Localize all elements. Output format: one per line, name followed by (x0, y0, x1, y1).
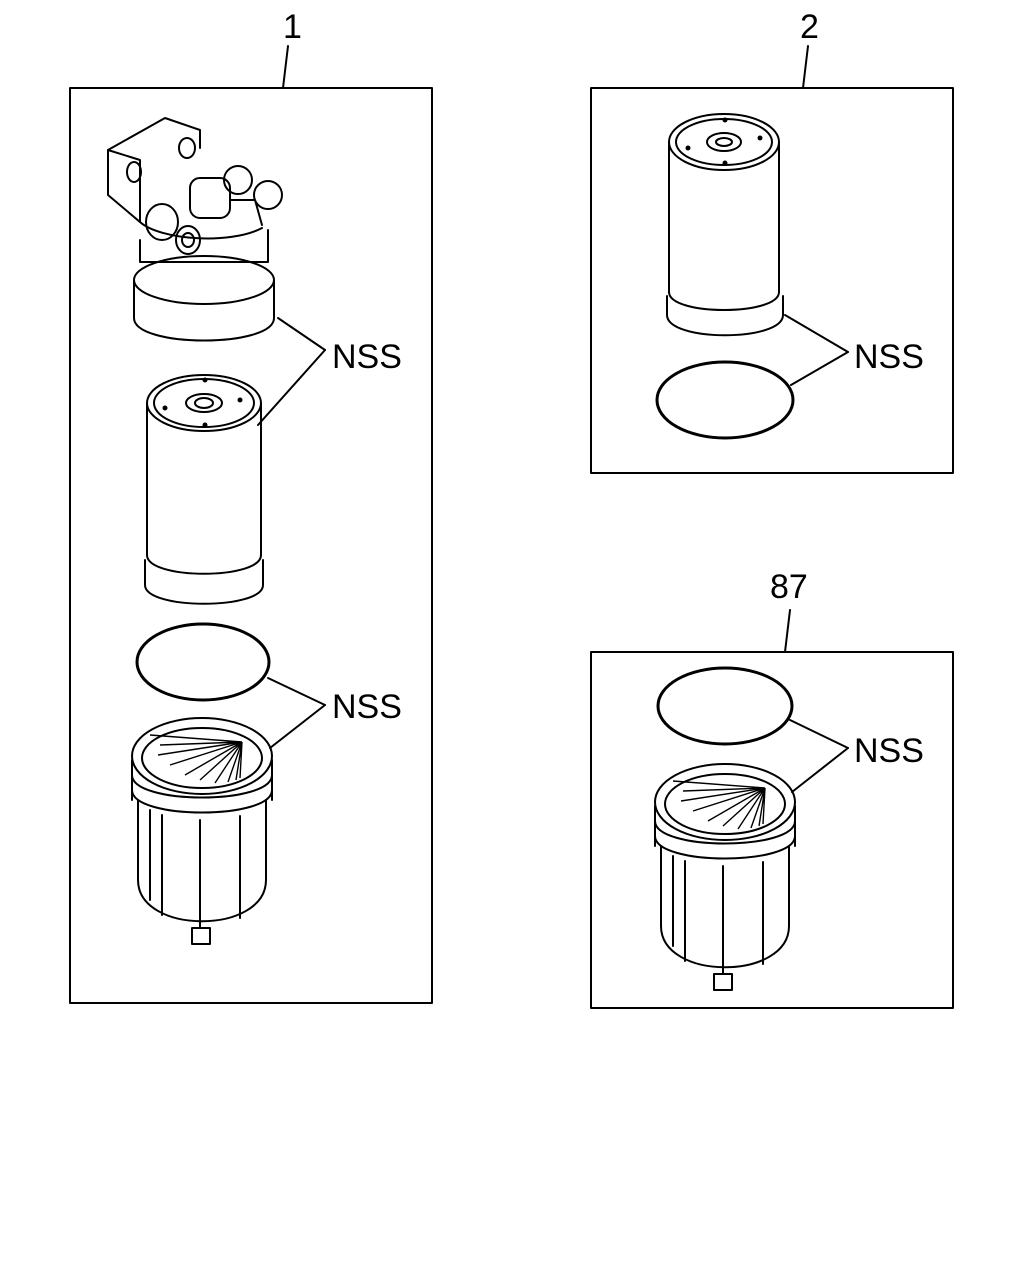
leader-line (790, 351, 849, 386)
ref-leader-2 (802, 45, 809, 89)
group-2: 2 NSS (590, 8, 954, 474)
filter-head (107, 117, 283, 342)
o-ring (135, 622, 271, 702)
ref-leader-87 (784, 609, 791, 653)
group-2-frame (590, 87, 954, 474)
leader-line (269, 704, 326, 749)
filter-bowl (654, 763, 796, 991)
ref-number-87: 87 (770, 568, 808, 606)
o-ring (655, 360, 795, 440)
group-87-frame (590, 651, 954, 1009)
ref-leader-1 (282, 45, 289, 89)
group-1: 1 (69, 8, 433, 1004)
leader-line (789, 719, 849, 749)
leader-line (257, 349, 326, 426)
ref-number-2: 2 (800, 8, 819, 46)
group-87: 87 NSS (590, 568, 954, 1009)
leader-line (791, 747, 849, 793)
o-ring (656, 666, 794, 746)
ref-number-1: 1 (283, 8, 302, 46)
filter-element (666, 113, 784, 337)
leader-line (277, 317, 326, 351)
nss-label: NSS (332, 688, 402, 726)
group-1-frame (69, 87, 433, 1004)
nss-label: NSS (854, 338, 924, 376)
filter-element (144, 374, 264, 605)
filter-bowl (131, 717, 273, 945)
nss-label: NSS (854, 732, 924, 770)
nss-label: NSS (332, 338, 402, 376)
leader-line (784, 314, 849, 353)
leader-line (267, 677, 326, 706)
